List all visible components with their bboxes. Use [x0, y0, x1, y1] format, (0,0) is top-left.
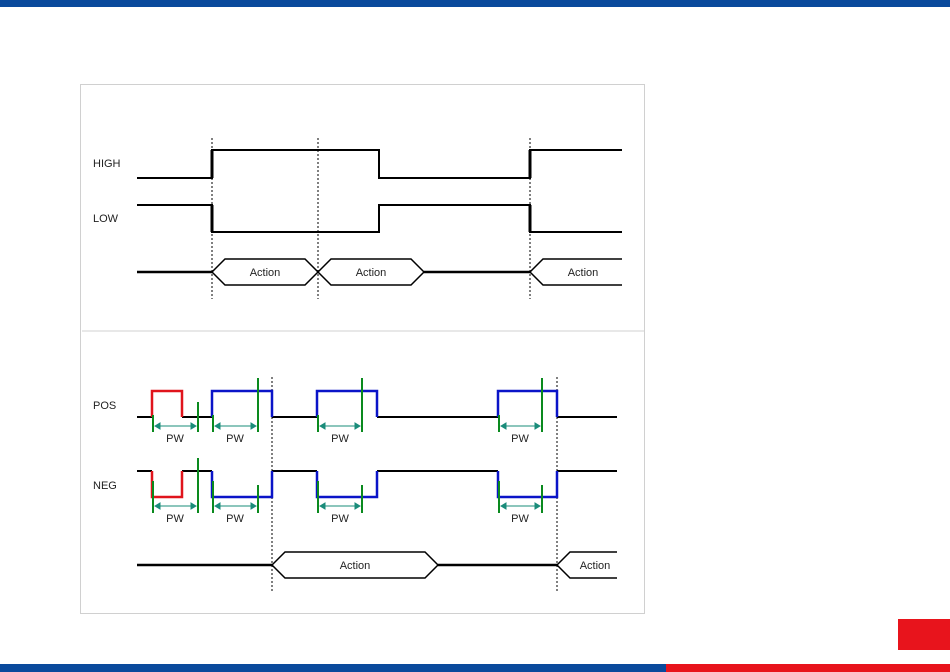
action-label: Action — [356, 267, 387, 279]
neg-pulse — [212, 471, 272, 497]
top-brand-bar — [0, 0, 950, 7]
action-label: Action — [568, 267, 599, 279]
bottom-brand-bar-blue — [0, 664, 666, 672]
pos-label: POS — [93, 400, 116, 412]
pos-pulse — [498, 391, 557, 417]
action-label: Action — [340, 560, 371, 572]
neg-pulse — [317, 471, 377, 497]
level-mode-section: HIGH LOW Action Action Action — [93, 138, 622, 299]
high-waveform — [137, 150, 622, 178]
pulse-mode-section: POS NEG — [93, 377, 617, 591]
neg-pulse-noise — [152, 471, 182, 497]
pos-pulse-noise — [152, 391, 182, 417]
pos-pulse — [317, 391, 377, 417]
page-marker — [898, 619, 950, 650]
pw-label: PW — [166, 513, 184, 525]
bottom-brand-bar-red — [666, 664, 950, 672]
high-label: HIGH — [93, 158, 121, 170]
timing-diagram: HIGH LOW Action Action Action — [80, 84, 645, 614]
pw-label: PW — [511, 513, 529, 525]
pw-label: PW — [226, 513, 244, 525]
action-label: Action — [580, 560, 611, 572]
pw-label: PW — [331, 513, 349, 525]
low-waveform — [137, 205, 622, 232]
pw-label: PW — [226, 433, 244, 445]
neg-label: NEG — [93, 480, 117, 492]
pw-label: PW — [511, 433, 529, 445]
action-label: Action — [250, 267, 281, 279]
low-label: LOW — [93, 213, 119, 225]
pw-label: PW — [331, 433, 349, 445]
pos-pulse — [212, 391, 272, 417]
timing-diagram-svg: HIGH LOW Action Action Action — [81, 85, 646, 615]
pw-label: PW — [166, 433, 184, 445]
neg-pulse — [498, 471, 557, 497]
